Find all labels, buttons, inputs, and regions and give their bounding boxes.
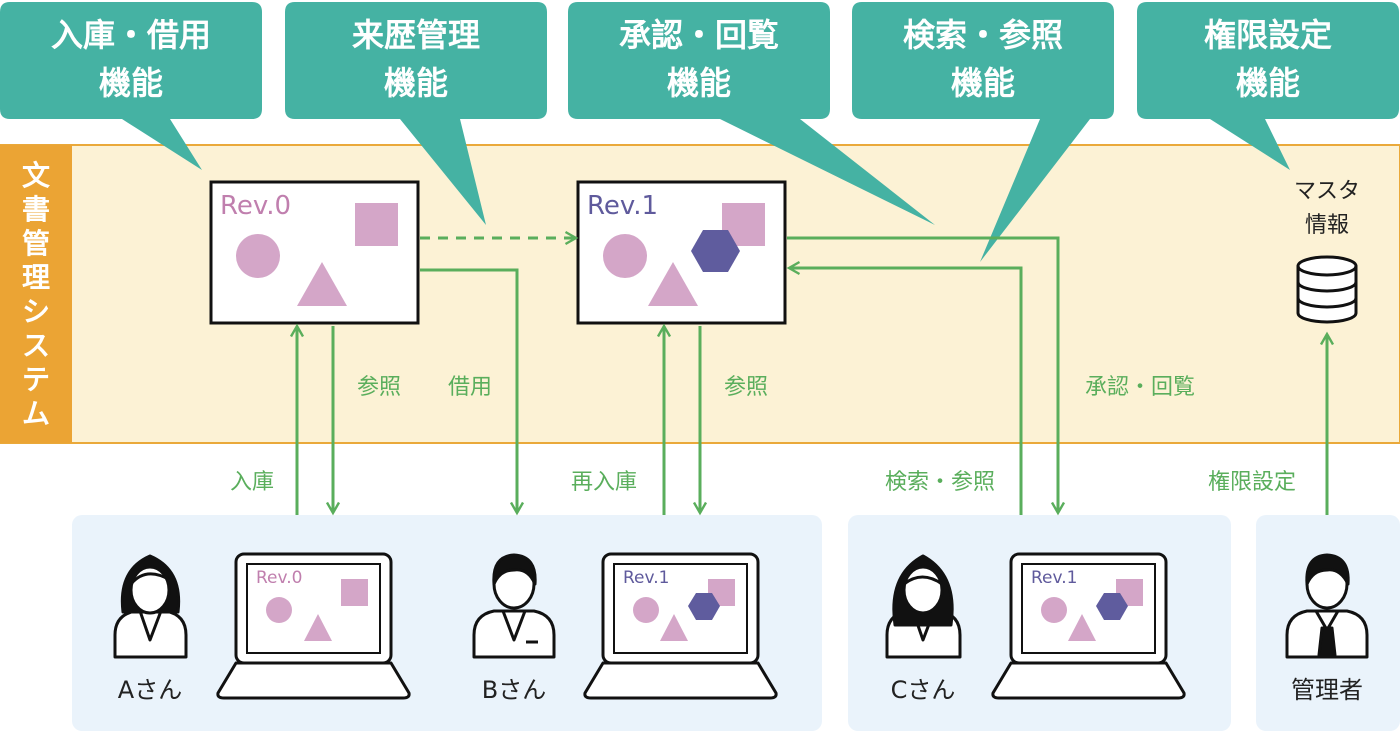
master-line2: 情報 [1305,213,1349,238]
callout-line1: 検索・参照 [903,16,1063,54]
triangle-shape [648,262,698,306]
system-label-char: ス [22,329,50,362]
triangle-shape [1068,614,1096,641]
callout-line1: 権限設定 [1204,16,1332,54]
callout-checkin-borrow: 入庫・借用 機能 [0,2,262,170]
triangle-shape [297,262,347,306]
callout-approval: 承認・回覧 機能 [568,2,935,225]
database-icon [1296,255,1358,324]
user-b-avatar [472,553,556,659]
flow-label-reference-a: 参照 [357,375,401,400]
admin-name: 管理者 [1291,676,1363,704]
system-label-char: 書 [22,193,50,226]
system-label-char: シ [22,295,50,328]
laptop-c: Rev.1 [991,552,1186,700]
callout-line1: 承認・回覧 [619,16,779,54]
square-shape [355,203,398,246]
flow-label-reference-b: 参照 [724,375,768,400]
system-band-label-box [0,145,72,443]
system-label-char: 管 [22,227,50,260]
laptop-rev-label: Rev.1 [1031,568,1077,588]
callout-line2: 機能 [667,64,731,102]
master-line1: マスタ [1294,179,1360,204]
flow-label-search: 検索・参照 [885,470,995,495]
system-band-label: 文 書 管 理 シ ス テ ム [22,159,50,430]
callout-line2: 機能 [99,64,163,102]
circle-shape [236,234,280,278]
circle-shape [633,597,659,623]
callout-line1: 入庫・借用 [51,16,211,54]
master-info: マスタ 情報 [1294,179,1360,324]
user-c-name: Cさん [891,676,956,704]
flow-label-permission: 権限設定 [1208,470,1296,495]
laptop-b: Rev.1 [583,552,778,700]
circle-shape [603,234,647,278]
hexagon-shape [1096,593,1128,620]
triangle-shape [304,614,332,641]
flow-arrows [289,230,1335,516]
callout-line1: 来歴管理 [352,16,480,54]
user-a-name: Aさん [118,676,182,704]
system-label-char: ム [22,397,50,430]
document-rev0: Rev.0 [209,180,420,325]
callout-history: 来歴管理 機能 [285,2,547,225]
laptop-rev-label: Rev.1 [623,568,669,588]
square-shape [341,579,368,606]
admin-avatar [1285,553,1369,659]
system-label-char: 文 [22,159,50,192]
borrow-arrow [420,268,525,516]
approval-arrow [787,236,1066,516]
triangle-shape [660,614,688,641]
laptop-rev-label: Rev.0 [256,568,302,588]
callout-line2: 機能 [1236,64,1300,102]
document-rev1: Rev.1 [576,180,787,325]
circle-shape [1041,597,1067,623]
system-label-char: 理 [22,261,50,294]
callout-search: 検索・参照 機能 [852,2,1114,262]
flow-label-approval: 承認・回覧 [1085,375,1195,400]
document-rev-label: Rev.1 [587,191,658,221]
hexagon-shape [691,230,740,272]
user-b-name: Bさん [482,676,546,704]
callout-line2: 機能 [384,64,448,102]
flow-label-checkin: 入庫 [230,470,274,495]
user-a-avatar [113,554,188,659]
search-arrow [786,260,1023,515]
system-label-char: テ [22,363,50,396]
flow-label-recheckin: 再入庫 [571,470,637,495]
callout-line2: 機能 [951,64,1015,102]
callout-permission: 権限設定 機能 [1137,2,1399,170]
laptop-a: Rev.0 [216,552,411,700]
user-c-avatar [885,554,962,659]
flow-label-borrow: 借用 [448,375,492,400]
document-rev-label: Rev.0 [220,191,291,221]
circle-shape [266,597,292,623]
hexagon-shape [688,593,720,620]
